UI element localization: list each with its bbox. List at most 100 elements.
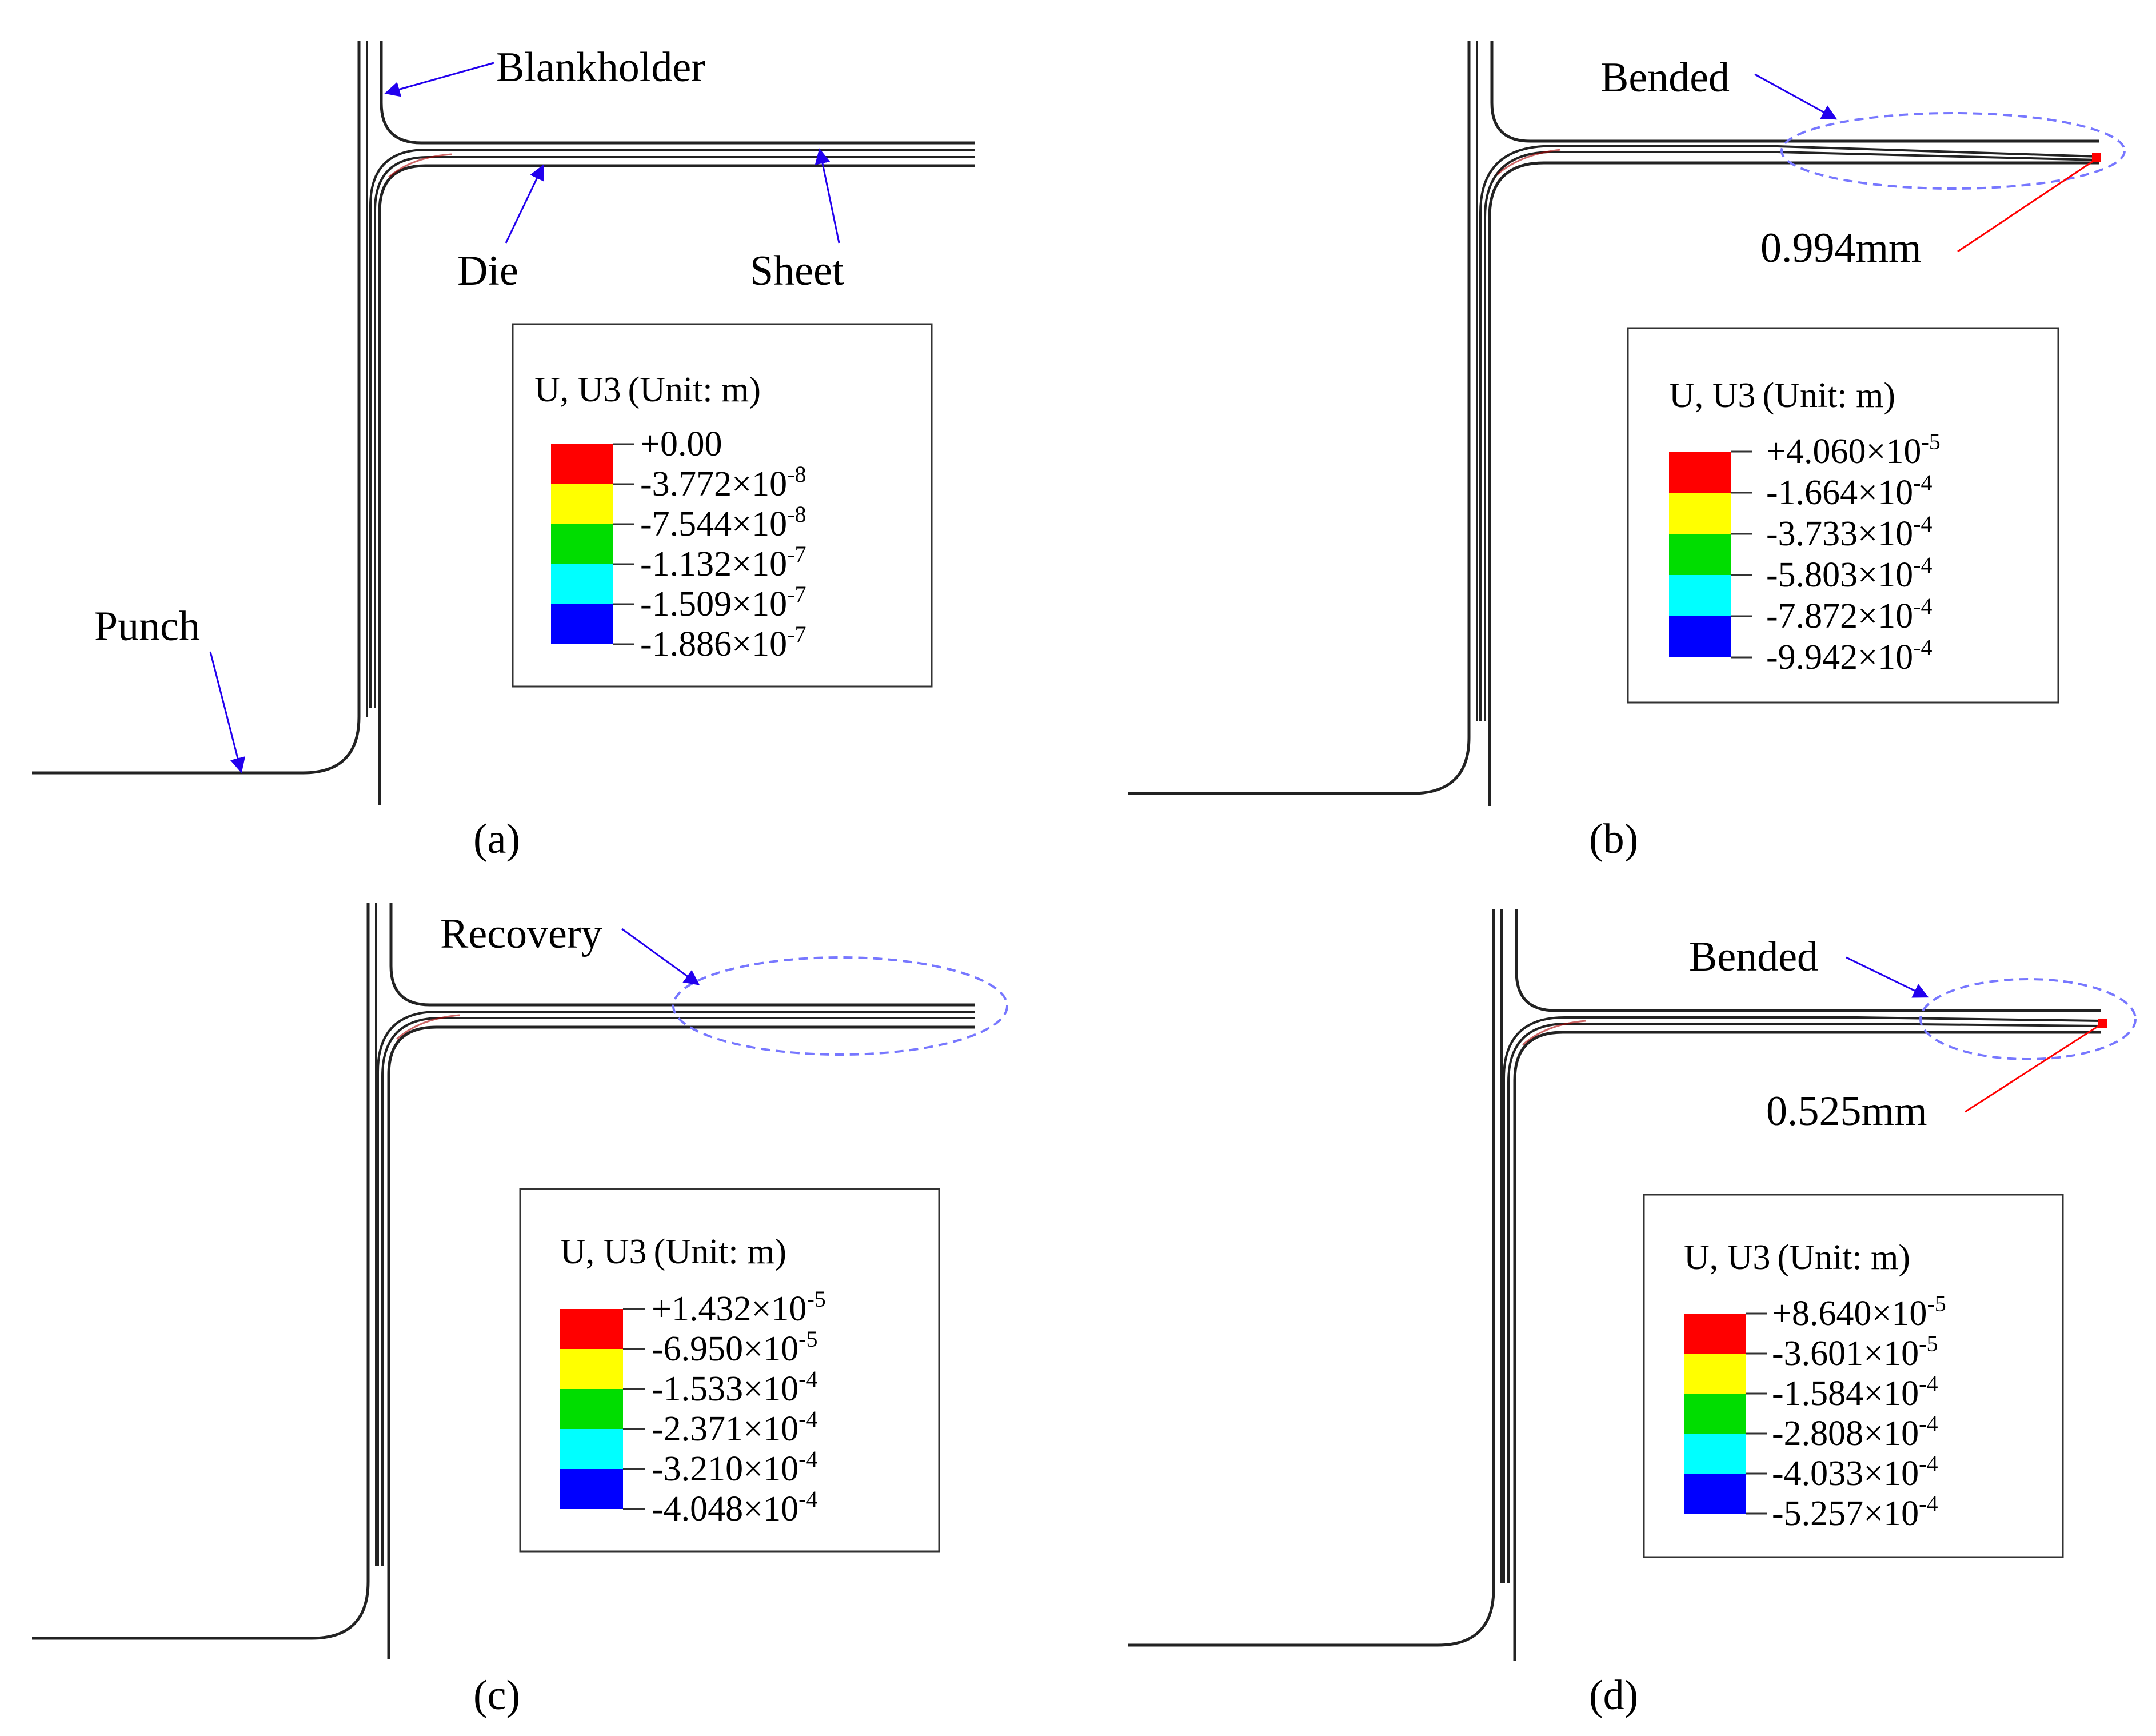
sheet-lower	[374, 156, 975, 708]
legend-color-swatches	[551, 444, 613, 644]
recovery-pointer-arrow	[621, 928, 700, 985]
legend-swatch-cyan	[1669, 575, 1731, 616]
blankholder-outline	[389, 903, 975, 1007]
legend-swatch-blue	[560, 1469, 623, 1509]
sheet-lower	[381, 1017, 975, 1566]
legend-swatch-red	[1669, 452, 1731, 493]
displacement-value-label: 0.525mm	[1766, 1088, 1927, 1135]
legend-c: U, U3(Unit: m) +1.432×10-5 -6.950×10-5 -…	[519, 1188, 940, 1553]
legend-value: -6.950×10-5	[652, 1326, 817, 1368]
bended-pointer-arrow	[1754, 73, 1838, 120]
legend-swatch-cyan	[560, 1429, 623, 1469]
legend-value: -5.803×10-4	[1766, 552, 1932, 594]
sheet-upper	[1479, 145, 2099, 721]
panel-caption: (a)	[473, 816, 520, 863]
legend-d: U, U3(Unit: m) +8.640×10-5 -3.601×10-5 -…	[1643, 1194, 2064, 1558]
blankholder-outline	[1490, 41, 2099, 143]
legend-value: -2.371×10-4	[652, 1406, 817, 1448]
legend-swatch-yellow	[560, 1349, 623, 1389]
legend-color-swatches	[560, 1309, 623, 1509]
panel-caption: (d)	[1589, 1672, 1638, 1719]
legend-value: -3.210×10-4	[652, 1446, 817, 1488]
recovery-region-ellipse	[672, 956, 1008, 1056]
displacement-leader-line	[1957, 158, 2097, 253]
legend-swatch-cyan	[551, 564, 613, 604]
legend-value: +0.00	[640, 425, 722, 464]
legend-value: -7.544×10-8	[640, 501, 806, 544]
contact-highlight	[388, 153, 452, 178]
bended-pointer-arrow	[1846, 956, 1929, 998]
bended-region-ellipse	[1919, 978, 2137, 1060]
sheet-upper	[369, 149, 975, 708]
legend-swatch-red	[1684, 1314, 1746, 1354]
die-pointer-arrow	[505, 164, 544, 244]
legend-values: +8.640×10-5 -3.601×10-5 -1.584×10-4 -2.8…	[1772, 1291, 1946, 1533]
contact-highlight	[1522, 1020, 1586, 1046]
panel-a: Blankholder Die Sheet Punch U, U3(Unit: …	[32, 41, 975, 863]
legend-swatch-yellow	[1669, 493, 1731, 534]
sheet-upper	[377, 1011, 975, 1566]
contact-highlight	[1497, 149, 1561, 175]
legend-swatch-blue	[1669, 616, 1731, 657]
displacement-leader-line	[1965, 1023, 2102, 1113]
legend-ticks	[613, 443, 634, 645]
legend-value: -3.772×10-8	[640, 461, 806, 504]
legend-value: -1.886×10-7	[640, 621, 806, 664]
die-outline	[378, 164, 975, 805]
legend-value: -2.808×10-4	[1772, 1411, 1938, 1453]
legend-swatch-red	[560, 1309, 623, 1349]
legend-a: U, U3(Unit: m) +0.00 -3.772×10-8 -7.544×…	[512, 323, 933, 688]
legend-values: +4.060×10-5 -1.664×10-4 -3.733×10-4 -5.8…	[1766, 429, 1941, 677]
part-labels: Blankholder Die Sheet Punch	[94, 44, 844, 773]
legend-value: -5.257×10-4	[1772, 1491, 1938, 1533]
legend-color-swatches	[1669, 452, 1731, 657]
legend-ticks	[1746, 1312, 1767, 1515]
die-outline	[1488, 161, 2099, 806]
legend-values: +1.432×10-5 -6.950×10-5 -1.533×10-4 -2.3…	[652, 1286, 826, 1529]
legend-value: -7.872×10-4	[1766, 593, 1932, 636]
legend-swatch-red	[551, 444, 613, 484]
legend-title: U, U3(Unit: m)	[1684, 1238, 1910, 1277]
legend-value: +4.060×10-5	[1766, 429, 1941, 471]
legend-title: U, U3(Unit: m)	[560, 1232, 786, 1271]
tooling-geometry	[1128, 909, 2102, 1661]
legend-swatch-green	[1669, 534, 1731, 575]
die-outline	[1513, 1031, 2101, 1661]
blankholder-label: Blankholder	[496, 44, 705, 91]
die-outline	[387, 1025, 975, 1659]
legend-value: -4.048×10-4	[652, 1486, 817, 1529]
sheet-label: Sheet	[750, 248, 844, 294]
legend-value: -9.942×10-4	[1766, 634, 1932, 677]
sheet-lower	[1507, 1023, 2102, 1583]
blankholder-outline	[380, 41, 975, 145]
panel-caption: (b)	[1589, 816, 1638, 863]
legend-values: +0.00 -3.772×10-8 -7.544×10-8 -1.132×10-…	[640, 425, 806, 664]
bended-region-label: Bended	[1689, 933, 1818, 980]
tooling-geometry	[32, 41, 975, 805]
legend-value: +1.432×10-5	[652, 1286, 826, 1328]
legend-swatch-green	[560, 1389, 623, 1429]
punch-outline	[32, 903, 370, 1640]
legend-swatch-green	[1684, 1394, 1746, 1434]
tooling-geometry	[1128, 41, 2099, 806]
blankholder-outline	[1515, 909, 2101, 1012]
legend-ticks	[623, 1308, 645, 1510]
legend-value: -4.033×10-4	[1772, 1451, 1938, 1493]
displacement-value-label: 0.994mm	[1760, 225, 1922, 272]
legend-value: -1.664×10-4	[1766, 470, 1932, 512]
legend-value: -1.533×10-4	[652, 1366, 817, 1408]
legend-value: -1.132×10-7	[640, 541, 806, 584]
die-label: Die	[457, 248, 518, 294]
legend-b: U, U3(Unit: m) +4.060×10-5 -1.664×10-4 -…	[1627, 327, 2059, 704]
punch-outline	[1128, 909, 1495, 1647]
punch-pointer-arrow	[209, 651, 246, 773]
contact-highlight	[396, 1014, 460, 1040]
legend-swatch-green	[551, 524, 613, 564]
legend-swatch-yellow	[551, 484, 613, 524]
legend-swatch-yellow	[1684, 1354, 1746, 1394]
punch-outline	[32, 41, 361, 775]
sheet-lower	[1484, 151, 2099, 721]
legend-title: U, U3(Unit: m)	[1669, 376, 1895, 415]
legend-value: -3.601×10-5	[1772, 1331, 1938, 1373]
